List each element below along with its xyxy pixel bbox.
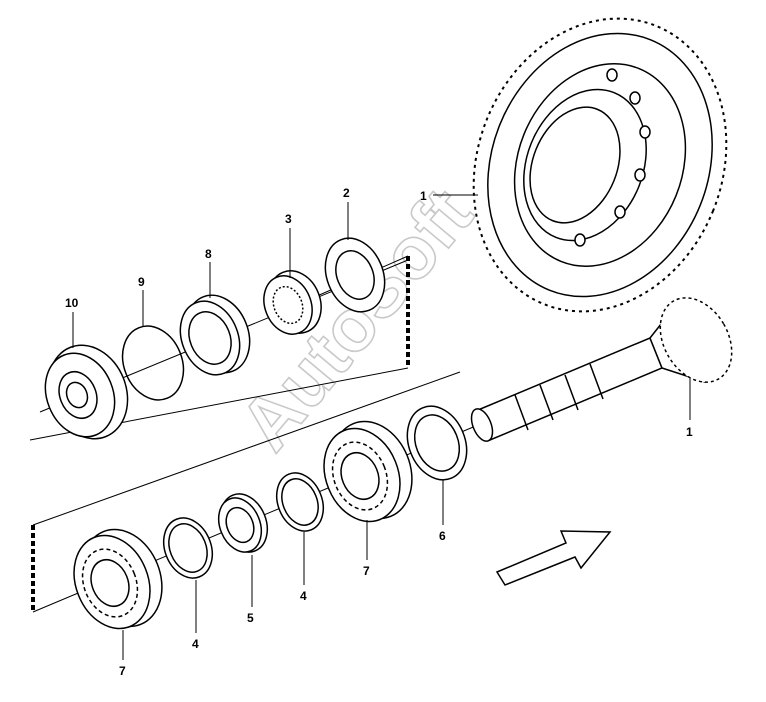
assembly-direction-arrow [495,530,612,586]
callout-8: 8 [205,247,212,261]
callout-9: 9 [138,275,145,289]
callout-7-right: 7 [363,564,370,578]
callout-leaders [72,194,691,660]
callout-7-left: 7 [119,664,126,678]
callout-6: 6 [439,529,446,543]
callout-3: 3 [285,212,292,226]
part-4-shim-right [275,472,325,532]
part-7-bearing-right [323,420,413,523]
assembly-frame [29,255,461,612]
callout-1-crown-gear: 1 [420,189,427,203]
part-3-nut [263,270,322,335]
part-9-o-ring [121,325,185,401]
callout-labels: 1 1 2 3 4 4 5 6 7 7 8 9 10 [65,186,693,678]
callout-4-left: 4 [192,637,199,651]
callout-4-right: 4 [300,589,307,603]
part-5-spacer [217,493,269,553]
callout-2: 2 [343,186,350,200]
part-6-washer [406,405,468,481]
part-10-flange [44,344,129,440]
callout-10: 10 [65,296,79,310]
part-7-bearing-left [73,528,163,630]
part-2-washer [324,237,386,313]
callout-5: 5 [247,611,254,625]
crown-gear [472,17,728,313]
pinion-shaft [470,297,733,442]
crown-gear-bolt-holes [574,68,651,247]
part-8-seal [179,294,251,376]
part-4-shim-left [162,517,214,579]
callout-1-pinion: 1 [686,425,693,439]
